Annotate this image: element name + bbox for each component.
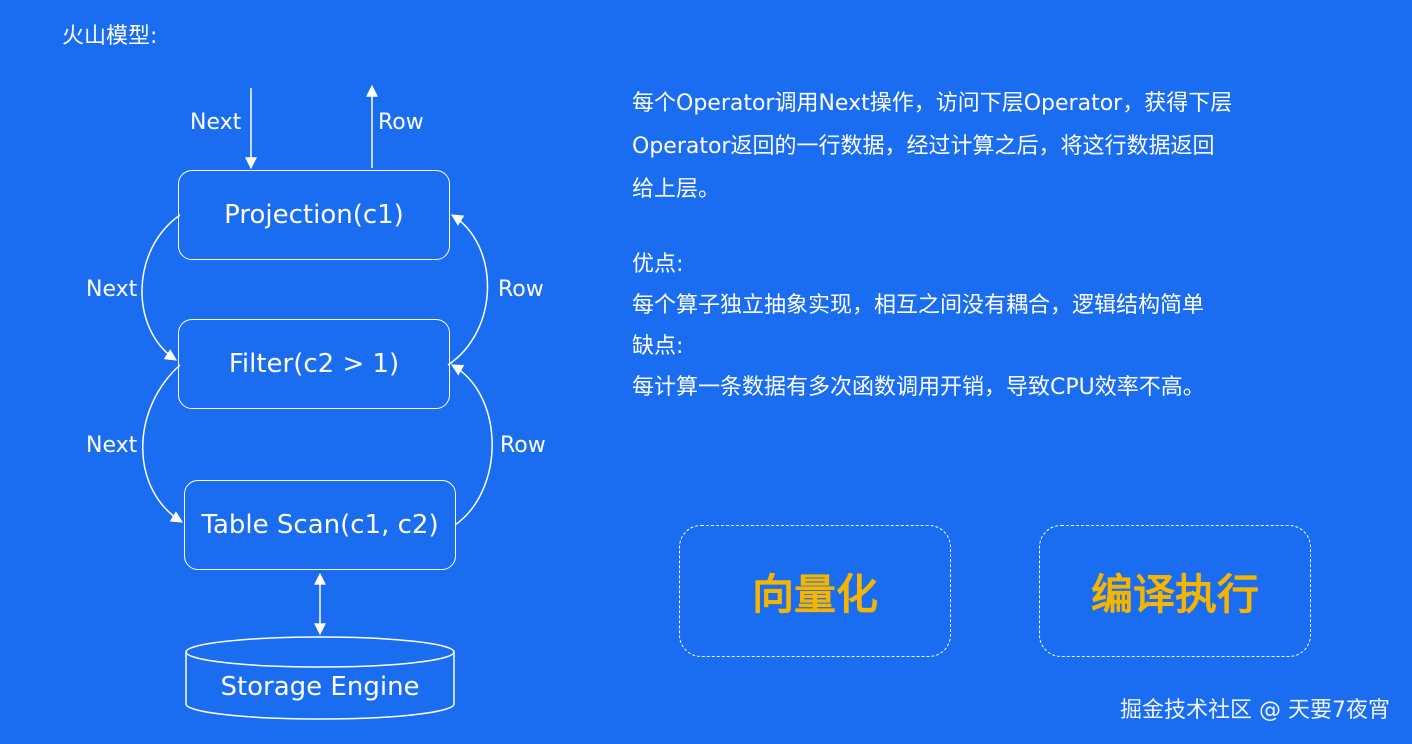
card-vectorization-label: 向量化 <box>751 569 878 619</box>
card-vectorization: 向量化 <box>679 525 951 657</box>
top-next-label: Next <box>190 110 242 135</box>
node-table-scan: Table Scan(c1, c2) <box>184 480 456 570</box>
description-line-3: 给上层。 <box>632 177 721 202</box>
watermark: 掘金技术社区 @ 天要7夜宵 <box>1120 698 1390 723</box>
edge-next-1-label: Next <box>86 277 138 302</box>
node-storage-label: Storage Engine <box>220 672 420 702</box>
node-filter-label: Filter(c2 > 1) <box>228 349 400 379</box>
node-table-scan-label: Table Scan(c1, c2) <box>201 510 439 540</box>
next-arrow-projection-to-filter <box>141 214 181 361</box>
card-compiled-execution: 编译执行 <box>1039 525 1311 657</box>
pros-cons: 优点: 每个算子独立抽象实现，相互之间没有耦合，逻辑结构简单 缺点: 每计算一条… <box>632 244 1312 408</box>
row-arrow-tablescan-to-filter <box>450 364 493 526</box>
top-row-label: Row <box>378 110 424 135</box>
pros-text: 每个算子独立抽象实现，相互之间没有耦合，逻辑结构简单 <box>632 293 1205 318</box>
next-arrow-filter-to-tablescan <box>142 364 184 523</box>
cons-text: 每计算一条数据有多次函数调用开销，导致CPU效率不高。 <box>632 375 1205 400</box>
edge-row-2-label: Row <box>500 433 546 458</box>
section-label: 火山模型: <box>62 24 158 49</box>
description-line-1: 每个Operator调用Next操作，访问下层Operator，获得下层 <box>632 91 1233 116</box>
pros-title: 优点: <box>632 252 684 277</box>
card-compiled-execution-label: 编译执行 <box>1090 569 1259 619</box>
edge-next-2-label: Next <box>86 433 138 458</box>
cons-title: 缺点: <box>632 334 684 359</box>
node-filter: Filter(c2 > 1) <box>178 319 450 409</box>
edge-row-1-label: Row <box>498 277 544 302</box>
storage-engine-cylinder <box>185 636 455 720</box>
row-arrow-filter-to-projection <box>447 214 489 366</box>
description-line-2: Operator返回的一行数据，经过计算之后，将这行数据返回 <box>632 134 1215 159</box>
description-text: 每个Operator调用Next操作，访问下层Operator，获得下层 Ope… <box>632 82 1292 211</box>
node-projection: Projection(c1) <box>178 170 450 260</box>
node-projection-label: Projection(c1) <box>224 200 404 230</box>
